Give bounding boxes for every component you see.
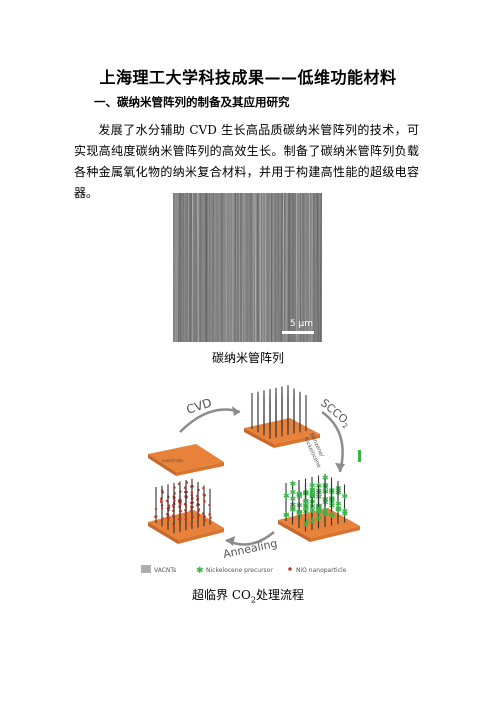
green-marker — [358, 450, 361, 462]
svg-text:✱: ✱ — [342, 492, 349, 501]
svg-text:✱: ✱ — [296, 509, 303, 518]
annealing-arrowhead-icon — [226, 536, 235, 546]
svg-text:✱: ✱ — [316, 507, 323, 516]
svg-text:✱: ✱ — [322, 509, 329, 518]
svg-text:✱: ✱ — [303, 520, 310, 529]
svg-text:✱: ✱ — [322, 510, 329, 519]
svg-text:✱: ✱ — [335, 499, 342, 508]
scale-bar — [282, 331, 314, 334]
svg-text:✱: ✱ — [309, 506, 316, 515]
svg-text:✱: ✱ — [309, 485, 316, 494]
svg-text:✱: ✱ — [290, 505, 297, 514]
cvd-arrowhead-icon — [232, 406, 240, 416]
page-title: 上海理工大学科技成果——低维功能材料 — [99, 68, 397, 87]
vacnt-array — [244, 385, 320, 448]
section-heading: 一、碳纳米管阵列的制备及其应用研究 — [94, 95, 290, 109]
svg-text:✱: ✱ — [322, 506, 329, 515]
svg-text:✱: ✱ — [296, 490, 303, 499]
svg-text:✱: ✱ — [290, 488, 297, 497]
legend-precursor-label: Nickelocene precursor — [206, 567, 273, 574]
svg-text:✱: ✱ — [283, 511, 290, 520]
svg-text:✱: ✱ — [329, 510, 336, 519]
vacnt-precursor-array: ✱✱✱✱✱✱✱✱✱✱✱✱✱✱✱✱✱✱✱✱✱✱✱✱✱✱✱✱✱✱✱✱✱✱✱✱✱✱✱✱… — [278, 474, 360, 542]
legend-vacnts-icon — [141, 565, 151, 573]
svg-text:✱: ✱ — [290, 495, 297, 504]
legend-precursor-icon: ✱ — [196, 566, 204, 576]
svg-text:✱: ✱ — [342, 509, 349, 518]
sem-texture — [173, 193, 322, 342]
svg-text:✱: ✱ — [316, 514, 323, 523]
scale-bar-label: 5 μm — [289, 319, 313, 329]
svg-text:✱: ✱ — [316, 505, 323, 514]
svg-text:✱: ✱ — [296, 490, 303, 499]
scco2-arrowhead-icon — [335, 463, 345, 472]
svg-text:✱: ✱ — [335, 506, 342, 515]
svg-text:✱: ✱ — [309, 481, 316, 490]
substrate-label: substrate — [162, 458, 184, 464]
svg-text:✱: ✱ — [283, 491, 290, 500]
process-diagram: substrate CVD SCCO2 Benzene/ Nickelocene… — [141, 385, 361, 576]
svg-text:✱: ✱ — [309, 490, 316, 499]
svg-text:✱: ✱ — [303, 498, 310, 507]
svg-text:✱: ✱ — [335, 504, 342, 513]
vacnt-nio-array — [148, 478, 224, 544]
svg-text:✱: ✱ — [283, 510, 290, 519]
figure1-caption: 碳纳米管阵列 — [211, 351, 284, 365]
sem-image: 5 μm — [173, 193, 322, 342]
cvd-label: CVD — [185, 396, 214, 417]
body-paragraph: 发展了水分辅助 CVD 生长高品质碳纳米管阵列的技术，可实现高纯度碳纳米管阵列的… — [74, 120, 419, 204]
svg-text:✱: ✱ — [329, 511, 336, 520]
legend-nio-label: NiO nanoparticle — [296, 567, 347, 574]
body-paragraph-text: 发展了水分辅助 CVD 生长高品质碳纳米管阵列的技术，可实现高纯度碳纳米管阵列的… — [74, 123, 419, 200]
bare-substrate: substrate — [148, 444, 224, 476]
svg-text:✱: ✱ — [322, 474, 329, 483]
svg-text:✱: ✱ — [329, 511, 336, 520]
legend-nio-icon — [288, 567, 292, 571]
legend: VACNTs ✱ Nickelocene precursor NiO nanop… — [141, 565, 347, 576]
svg-text:✱: ✱ — [303, 504, 310, 513]
figure2-caption: 超临界 CO2处理流程 — [192, 588, 304, 605]
svg-text:✱: ✱ — [342, 507, 349, 516]
svg-text:✱: ✱ — [309, 517, 316, 526]
svg-text:✱: ✱ — [290, 480, 297, 489]
legend-vacnts-label: VACNTs — [154, 567, 176, 574]
